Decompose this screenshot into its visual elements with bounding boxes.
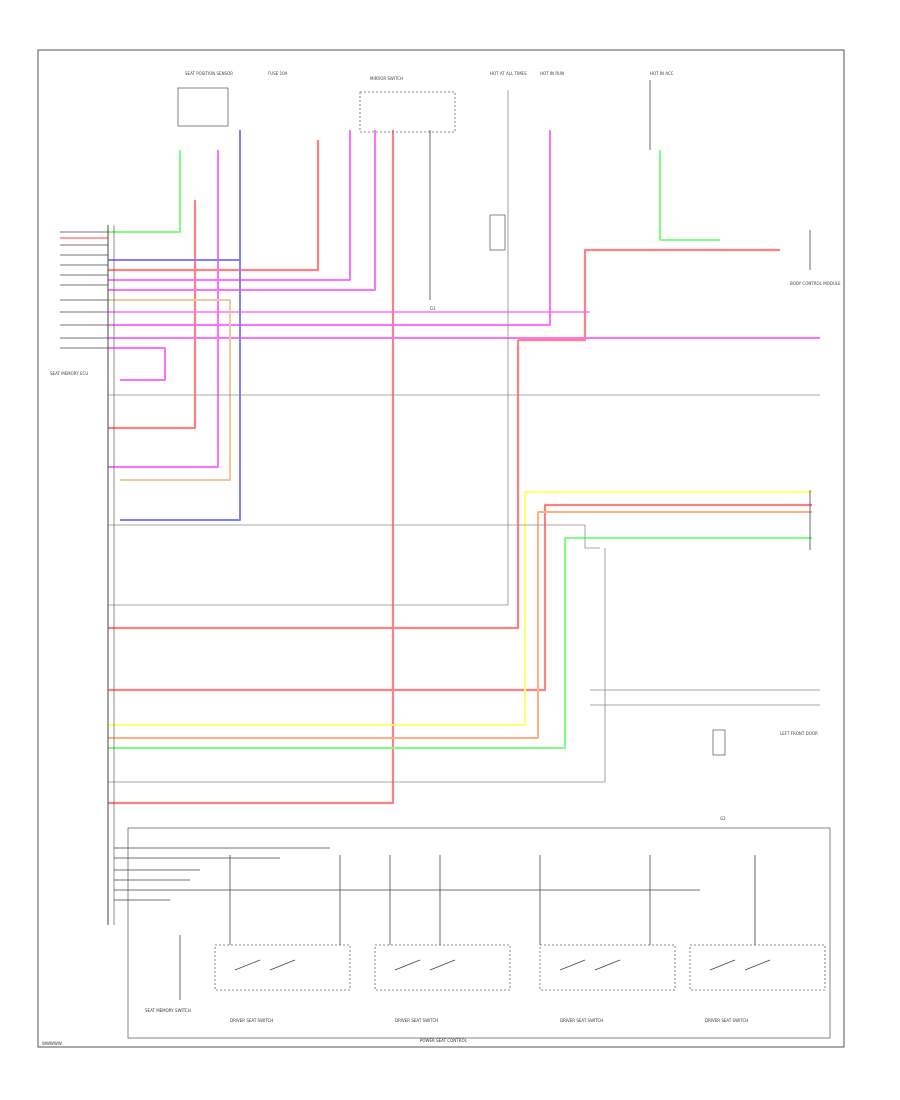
diagram-border <box>37 49 845 1048</box>
wire-green <box>659 150 720 241</box>
label-hot-at-all-times: HOT AT ALL TIMES <box>490 71 527 76</box>
switch-contact <box>269 959 296 971</box>
wire-yellow <box>108 491 812 726</box>
relay-body <box>489 214 506 251</box>
switch-contact <box>709 959 736 971</box>
wire-green <box>108 150 181 233</box>
label-left-front-door: LEFT FRONT DOOR <box>780 731 818 736</box>
wire-red <box>108 503 812 692</box>
ground-label-2: G2 <box>720 816 726 821</box>
switch-bank-frame <box>127 827 831 1039</box>
wire-red <box>108 130 395 805</box>
switch-contact <box>559 959 586 971</box>
wire-red <box>518 248 780 342</box>
label-occupant-sensor: SEAT POSITION SENSOR <box>185 71 233 76</box>
switch-label-3: DRIVER SEAT SWITCH <box>560 1018 603 1023</box>
wire-pink <box>108 150 219 468</box>
wire-red <box>108 340 520 630</box>
wire-orange <box>108 511 812 739</box>
wire-gray <box>108 548 606 783</box>
wire-layer <box>60 90 820 805</box>
switch-body-4 <box>689 944 826 991</box>
wire-red <box>108 200 197 430</box>
label-left-module: SEAT MEMORY ECU <box>50 371 88 376</box>
switch-contact <box>594 959 621 971</box>
switch-body-2 <box>374 944 511 991</box>
wire-red <box>108 140 320 272</box>
wire-pink <box>108 347 166 381</box>
wire-gray <box>108 524 600 549</box>
resistor-body <box>712 729 726 756</box>
bottom-left-component-label: SEAT MEMORY SWITCH <box>145 1008 191 1013</box>
switch-body-3 <box>539 944 676 991</box>
switch-contact <box>429 959 456 971</box>
occupant-sensor-body <box>177 87 229 127</box>
wire-blue <box>108 259 241 521</box>
ground-label-1: G1 <box>430 306 436 311</box>
label-body-control-module: BODY CONTROL MODULE <box>790 281 841 286</box>
switch-contact <box>234 959 261 971</box>
wire-pink <box>108 130 551 326</box>
component-layer <box>60 80 831 1039</box>
wire-pink <box>108 130 351 281</box>
mirror-switch-body <box>359 91 456 133</box>
label-mirror-switch: MIRROR SWITCH <box>370 76 403 81</box>
page-code: WWWWW <box>42 1041 62 1046</box>
switch-label-1: DRIVER SEAT SWITCH <box>230 1018 273 1023</box>
wire-green <box>108 537 812 749</box>
bottom-caption: POWER SEAT CONTROL <box>420 1038 468 1043</box>
switch-label-2: DRIVER SEAT SWITCH <box>395 1018 438 1023</box>
wire-gray <box>108 90 509 606</box>
label-hot-in-run: HOT IN RUN <box>540 71 564 76</box>
wire-tan <box>108 299 231 481</box>
switch-contact <box>394 959 421 971</box>
switch-body-1 <box>214 944 351 991</box>
label-fuse-block: FUSE 10A <box>268 71 288 76</box>
switch-label-4: DRIVER SEAT SWITCH <box>705 1018 748 1023</box>
label-hot-in-acc: HOT IN ACC <box>650 71 674 76</box>
wire-pink <box>108 130 376 291</box>
switch-contact <box>744 959 771 971</box>
